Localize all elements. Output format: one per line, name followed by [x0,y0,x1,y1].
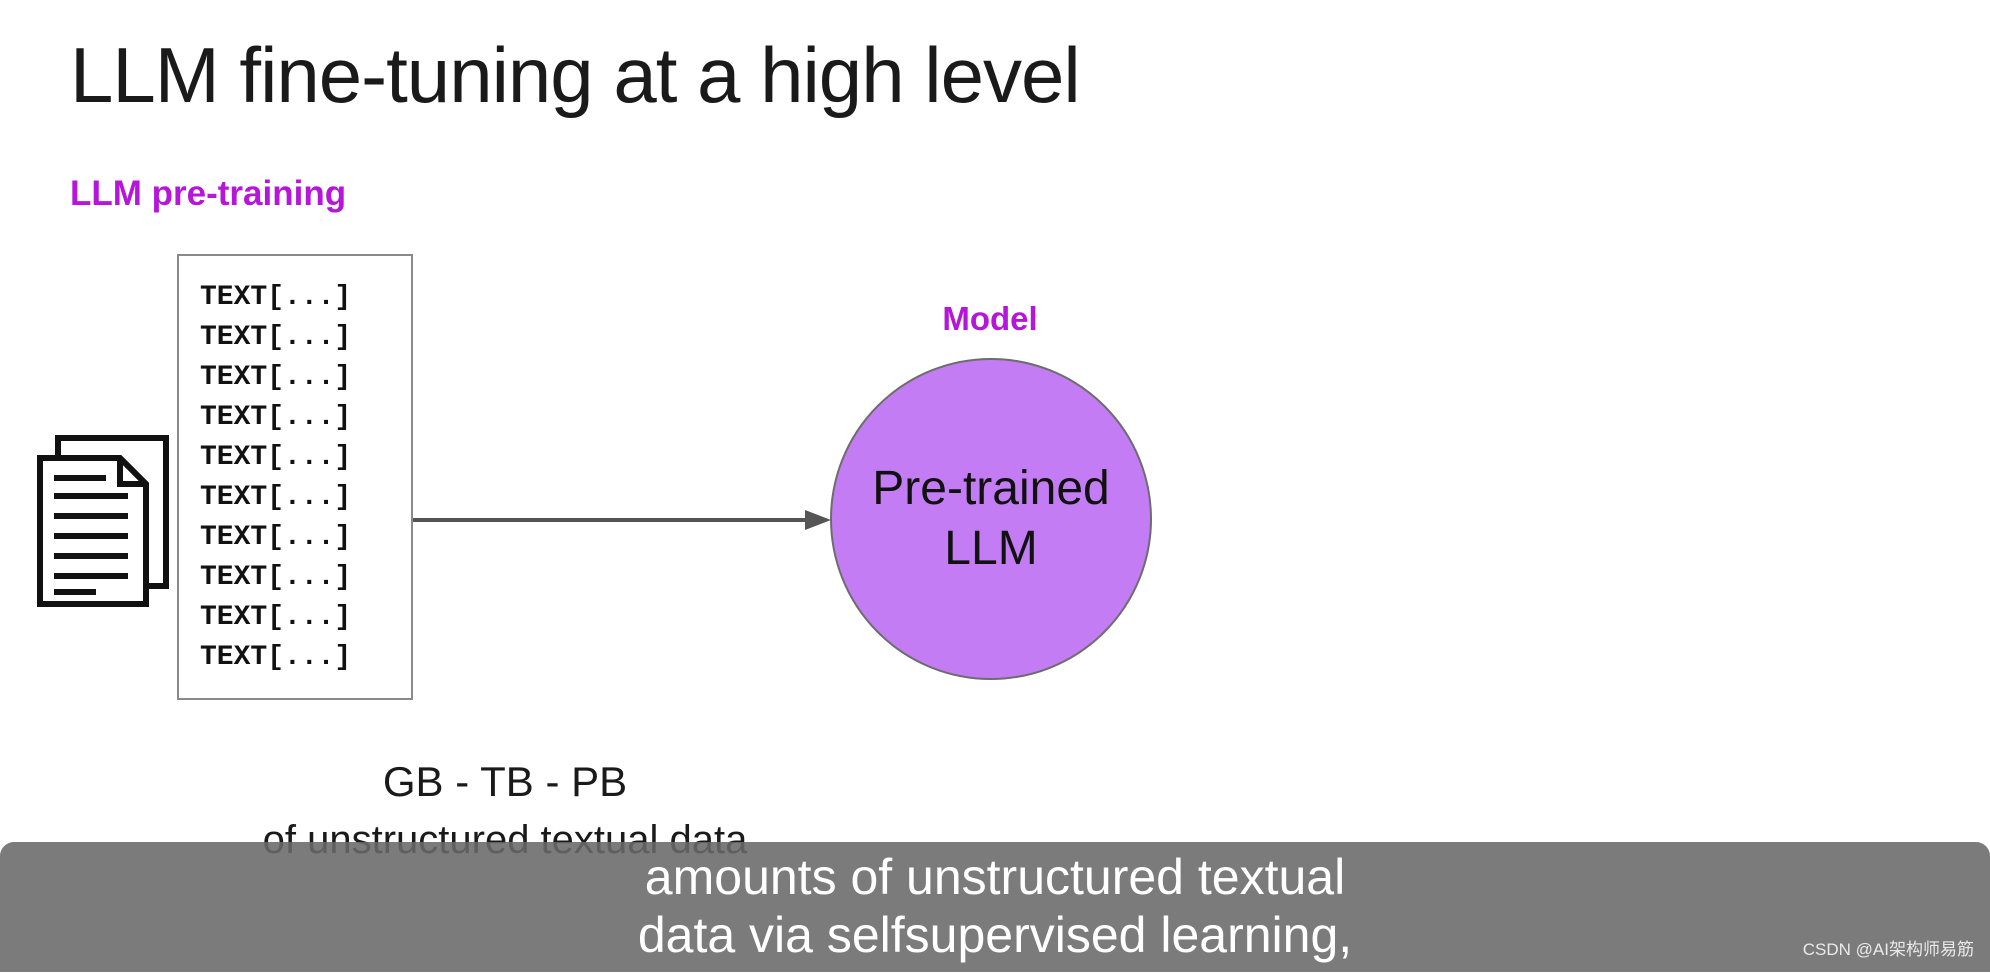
text-line: TEXT[...] [200,362,352,393]
text-line: TEXT[...] [200,482,352,513]
text-data-box: TEXT[...] TEXT[...] TEXT[...] TEXT[...] … [177,254,413,700]
subtitle-bar: amounts of unstructured textual data via… [0,842,1990,972]
document-stack-icon [37,435,169,607]
text-line: TEXT[...] [200,642,352,673]
model-circle: Pre-trained LLM [830,358,1152,680]
arrow-right-icon [413,510,831,530]
text-line: TEXT[...] [200,322,352,353]
text-line: TEXT[...] [200,562,352,593]
text-line: TEXT[...] [200,602,352,633]
data-size-label: GB - TB - PB [382,758,628,805]
text-line: TEXT[...] [200,522,352,553]
section-label: LLM pre-training [70,174,347,213]
watermark: CSDN @AI架构师易筋 [1802,940,1974,959]
text-line: TEXT[...] [200,442,352,473]
text-line: TEXT[...] [200,402,352,433]
subtitle-line-2: data via selfsupervised learning, [637,907,1353,963]
subtitle-line-1: amounts of unstructured textual [644,849,1346,905]
model-label: Model [942,300,1038,337]
subtitle-text: amounts of unstructured textual data via… [0,848,1990,964]
model-name: Pre-trained LLM [872,462,1110,575]
text-line: TEXT[...] [200,282,352,313]
slide-title: LLM fine-tuning at a high level [70,31,1081,119]
text-lines-list: TEXT[...] TEXT[...] TEXT[...] TEXT[...] … [179,256,411,678]
